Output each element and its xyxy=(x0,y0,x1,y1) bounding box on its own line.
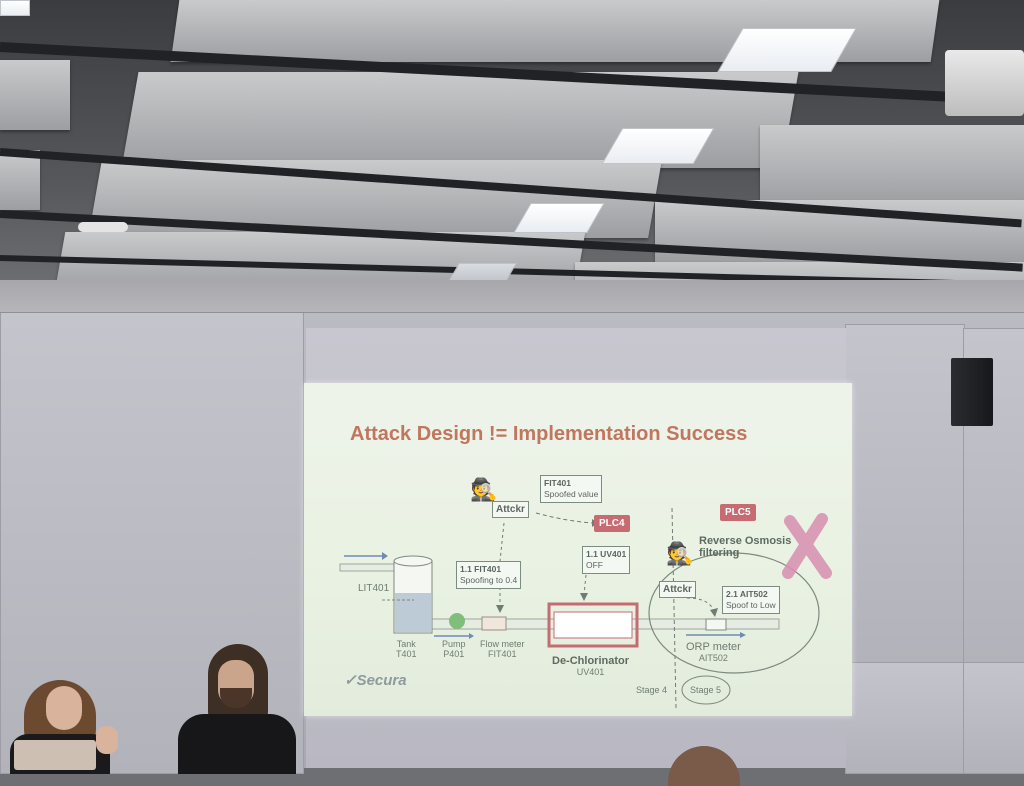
ro-line1: Reverse Osmosis xyxy=(699,535,792,547)
reverse-osmosis-label: Reverse Osmosis filtering xyxy=(699,535,791,559)
torso xyxy=(178,714,296,774)
presenter-left xyxy=(0,676,130,774)
wall xyxy=(0,280,1024,774)
inlet-pipe xyxy=(339,563,397,572)
step-2-1-box: 2.1 AIT502 Spoof to Low xyxy=(722,586,780,614)
stage-divider xyxy=(671,507,677,709)
orp-meter-name: ORP meter xyxy=(686,641,741,653)
stage5-label: Stage 5 xyxy=(690,685,722,695)
wall-panel xyxy=(845,662,965,774)
dechlorinator-label: De-Chlorinator UV401 xyxy=(552,655,629,677)
orp-meter-label: ORP meter AIT502 xyxy=(686,641,741,663)
tank-name: Tank xyxy=(396,639,416,649)
plc5-tag: PLC5 xyxy=(720,504,756,521)
step-1-1-uv-box: 1.1 UV401 OFF xyxy=(582,546,631,574)
logo-mark: ✓ xyxy=(344,672,357,689)
orp-meter-shape xyxy=(705,618,727,631)
flow-meter-shape xyxy=(481,616,507,631)
dechlorinator-id: UV401 xyxy=(576,667,605,677)
ceiling-light xyxy=(717,28,857,72)
ceiling-sensor xyxy=(78,222,128,232)
box-desc: Spoofed value xyxy=(544,489,599,499)
orp-meter-id: AIT502 xyxy=(698,653,728,663)
pump-id: P401 xyxy=(443,649,465,659)
fit401-spoofed-box: FIT401 Spoofed value xyxy=(540,475,603,503)
slide-title: Attack Design != Implementation Success xyxy=(350,423,748,445)
wall-speaker xyxy=(951,358,993,426)
box-title: 1.1 FIT401 xyxy=(460,564,502,574)
wall-panel xyxy=(963,662,1024,774)
pump-shape xyxy=(449,613,465,629)
tank-label: Tank T401 xyxy=(396,639,417,659)
box-desc: Spoof to Low xyxy=(726,600,776,610)
plc4-tag: PLC4 xyxy=(594,515,630,532)
ro-line2: filtering xyxy=(699,547,740,559)
box-desc: Spoofing to 0.4 xyxy=(460,575,518,585)
wall-trim xyxy=(0,280,1024,313)
flow-meter-name: Flow meter xyxy=(480,639,525,649)
logo-text: Secura xyxy=(356,672,407,689)
ceiling-panel xyxy=(0,150,40,210)
attacker-box-left: Attckr xyxy=(492,501,529,518)
lit401-label: LIT401 xyxy=(358,583,390,594)
dechlorinator-shape xyxy=(547,602,639,648)
attacker-icon: 🕵 xyxy=(470,477,498,502)
tank-id: T401 xyxy=(396,649,417,659)
ceiling-light xyxy=(0,0,30,16)
attacker-icon: 🕵 xyxy=(666,541,694,566)
box-title: 2.1 AIT502 xyxy=(726,589,768,599)
projector xyxy=(945,50,1024,116)
presenter-right xyxy=(176,644,298,774)
attacker-box-right: Attckr xyxy=(659,581,696,598)
flow-meter-id: FIT401 xyxy=(488,649,517,659)
failure-cross xyxy=(782,513,832,579)
presentation-slide: Attack Design != Implementation Success xyxy=(304,383,852,716)
ceiling-panel xyxy=(760,125,1024,205)
ceiling xyxy=(0,0,1024,312)
secura-logo: ✓Secura xyxy=(344,671,407,689)
box-desc: OFF xyxy=(586,560,603,570)
box-title: 1.1 UV401 xyxy=(586,549,627,559)
stage4-label: Stage 4 xyxy=(636,685,668,695)
stage5-circle xyxy=(648,552,820,674)
beard xyxy=(220,688,252,708)
ceiling-panel xyxy=(0,60,70,130)
dechlorinator-name: De-Chlorinator xyxy=(552,655,629,667)
pump-name: Pump xyxy=(442,639,466,649)
hand xyxy=(96,726,118,754)
flow-meter-label: Flow meter FIT401 xyxy=(480,639,525,659)
pump-label: Pump P401 xyxy=(442,639,466,659)
step-1-1-fit-box: 1.1 FIT401 Spoofing to 0.4 xyxy=(456,561,522,589)
box-title: FIT401 xyxy=(544,478,571,488)
face xyxy=(46,686,82,730)
wall-panel xyxy=(845,324,965,664)
laptop xyxy=(14,740,96,770)
